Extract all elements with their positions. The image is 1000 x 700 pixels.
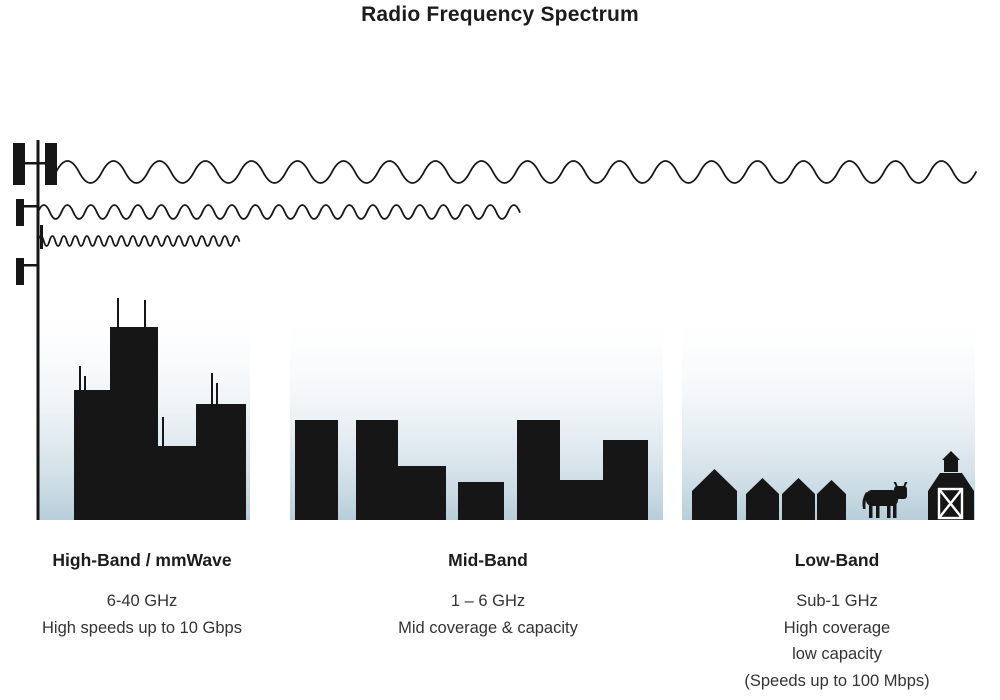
skyscrapers-icon [74, 298, 246, 520]
cow-icon [862, 482, 908, 518]
band-detail-line: 6-40 GHz [106, 592, 178, 610]
low-band-icons [692, 451, 974, 520]
band-detail-line: (Speeds up to 100 Mbps) [744, 671, 930, 690]
band-detail-line: Mid coverage & capacity [398, 618, 578, 637]
house-icon [782, 478, 815, 520]
mid-band-caption: Mid-Band 1 – 6 GHz Mid coverage & capaci… [366, 550, 610, 641]
band-detail-line: low capacity [792, 645, 882, 663]
house-icon [817, 480, 846, 520]
house-icon [746, 478, 779, 520]
band-name: Mid-Band [448, 550, 528, 570]
low-band-caption: Low-Band Sub-1 GHz High coverage low cap… [705, 550, 969, 694]
short-wavelength-wave [37, 235, 241, 247]
diagram-title: Radio Frequency Spectrum [361, 3, 639, 26]
house-icon [692, 469, 737, 520]
band-detail-line: High speeds up to 10 Gbps [42, 618, 242, 637]
cell-tower-icon [13, 140, 57, 520]
band-detail-line: Sub-1 GHz [796, 592, 878, 610]
barn-icon [928, 451, 974, 520]
band-name: Low-Band [794, 550, 880, 570]
band-name: High-Band / mmWave [52, 550, 232, 570]
high-band-caption: High-Band / mmWave 6-40 GHz High speeds … [20, 550, 264, 641]
band-detail-line: 1 – 6 GHz [450, 592, 526, 610]
mid-wavelength-wave [37, 204, 521, 220]
band-detail-line: High coverage [783, 618, 891, 637]
long-wavelength-wave [55, 160, 977, 184]
midrise-buildings-icon [295, 420, 648, 520]
